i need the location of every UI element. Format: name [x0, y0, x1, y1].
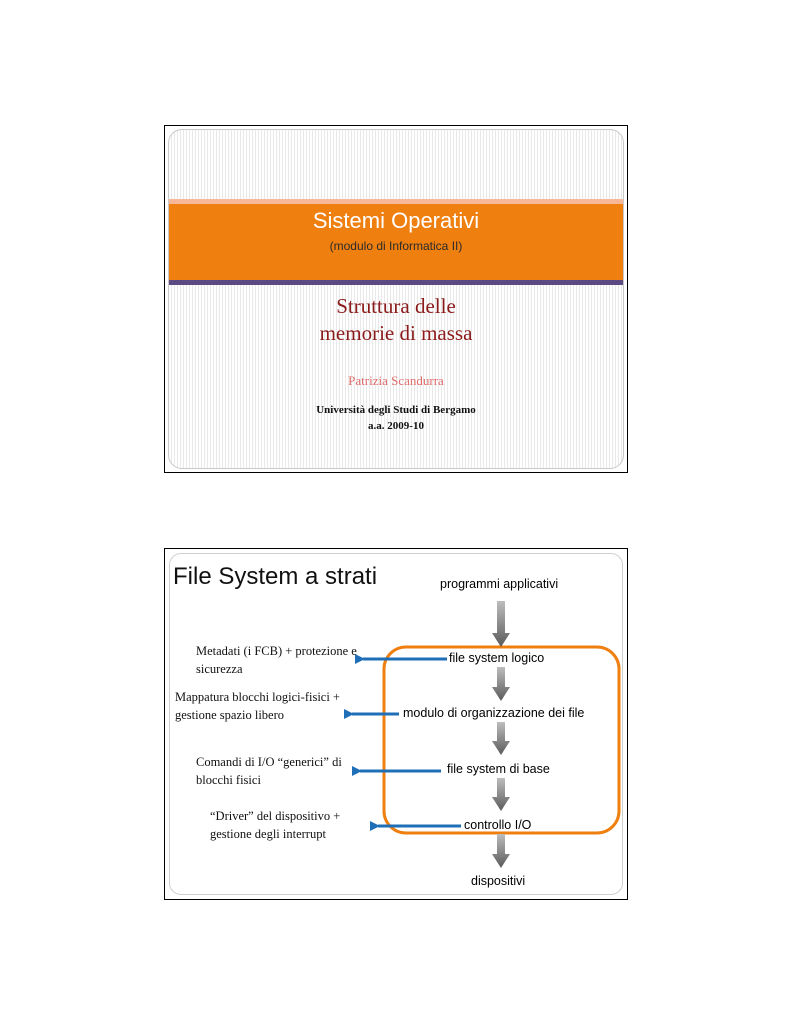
title-band [169, 204, 623, 280]
note-metadata: Metadati (i FCB) + protezione e sicurezz… [196, 642, 357, 678]
layer-file-organization: modulo di organizzazione dei file [403, 706, 585, 720]
slide-frame: Sistemi Operativi (modulo di Informatica… [168, 129, 624, 469]
note-line: “Driver” del dispositivo + [210, 809, 341, 823]
lecture-heading: Struttura delle memorie di massa [169, 293, 623, 347]
flow-arrow-4 [492, 778, 510, 811]
slide-frame [169, 553, 623, 895]
flow-arrow-2 [492, 667, 510, 701]
note-io-commands: Comandi di I/O “generici” di blocchi fis… [196, 753, 342, 789]
flow-arrow-1 [492, 601, 510, 647]
layer-devices: dispositivi [471, 874, 526, 888]
layered-fs-slide: File System a strati programmi applic [164, 548, 628, 900]
title-slide: Sistemi Operativi (modulo di Informatica… [164, 125, 628, 473]
layer-applications: programmi applicativi [440, 577, 559, 591]
layers-diagram [344, 601, 621, 868]
layer-io-control: controllo I/O [464, 818, 532, 832]
institution-name: Università degli Studi di Bergamo [316, 404, 476, 416]
slide-title: File System a strati [173, 563, 378, 590]
note-line: Comandi di I/O “generici” di [196, 755, 342, 769]
course-title: Sistemi Operativi [312, 208, 480, 233]
author-name: Patrizia Scandurra [348, 373, 444, 388]
note-line: Mappatura blocchi logici-fisici + [175, 690, 340, 704]
lecture-heading-line1: Struttura delle [336, 294, 456, 318]
layer-logical-fs: file system logico [449, 651, 545, 665]
note-line: gestione spazio libero [175, 708, 284, 722]
lecture-heading-line2: memorie di massa [319, 321, 473, 345]
course-subtitle: (modulo di Informatica II) [329, 239, 463, 253]
note-block-mapping: Mappatura blocchi logici-fisici + gestio… [175, 688, 340, 724]
highlight-box [382, 645, 621, 835]
flow-arrow-3 [492, 722, 510, 755]
accent-stripe-bottom [169, 280, 623, 285]
flow-arrow-5 [492, 834, 510, 868]
academic-year: a.a. 2009-10 [368, 420, 424, 432]
note-line: Metadati (i FCB) + protezione e [196, 644, 357, 658]
note-line: sicurezza [196, 662, 243, 676]
note-line: blocchi fisici [196, 773, 261, 787]
accent-stripe-top [169, 199, 623, 204]
note-arrows [344, 654, 461, 831]
layer-basic-fs: file system di base [447, 762, 550, 776]
institution-block: Università degli Studi di Bergamo a.a. 2… [169, 402, 623, 434]
note-device-driver: “Driver” del dispositivo + gestione degl… [210, 807, 340, 843]
note-line: gestione degli interrupt [210, 827, 326, 841]
flow-arrows [492, 601, 510, 868]
